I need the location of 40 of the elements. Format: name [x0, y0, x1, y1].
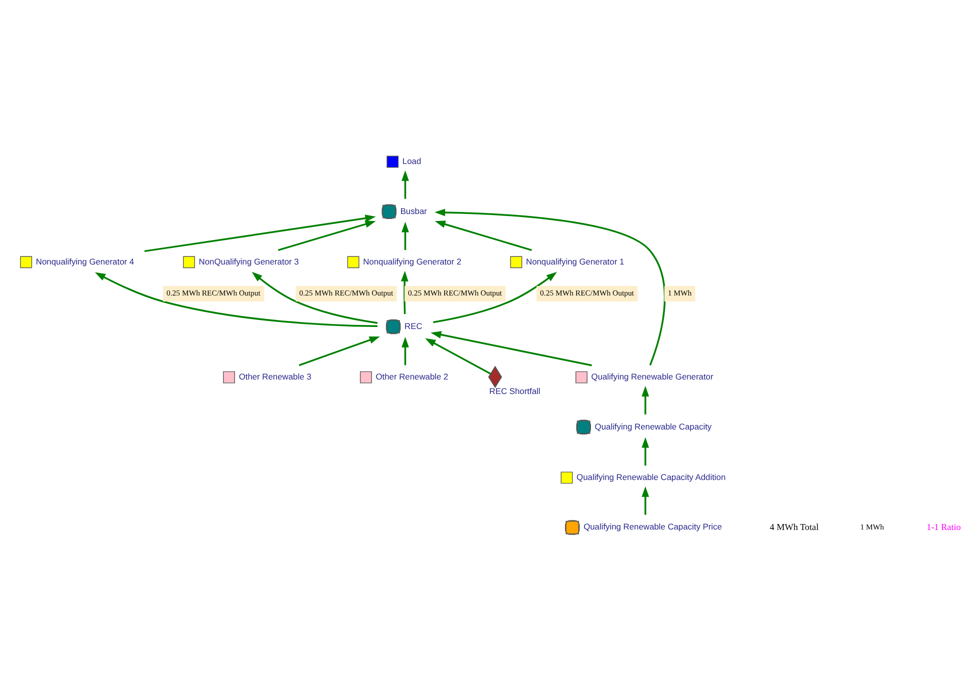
arrow	[434, 220, 532, 252]
edge-label: 0.25 MWh REC/MWh Output	[408, 288, 502, 298]
edge-label: 0.25 MWh REC/MWh Output	[299, 288, 394, 298]
node-label: Load	[402, 156, 422, 166]
node-label: REC Shortfall	[489, 386, 540, 396]
node-label: REC	[404, 320, 422, 331]
arrow	[402, 222, 409, 250]
arrow	[434, 208, 666, 366]
node-label: Qualifying Renewable Capacity Addition	[576, 472, 726, 482]
arrow	[430, 331, 592, 366]
arrow	[402, 336, 409, 366]
arrow	[278, 220, 376, 252]
arrow	[402, 170, 409, 199]
arrow	[642, 386, 650, 414]
arrow	[144, 214, 376, 252]
edge-label: 0.25 MWh REC/MWh Output	[166, 288, 260, 298]
node-label: Other Renewable 3	[238, 371, 312, 382]
arrow	[642, 437, 650, 466]
arrow	[252, 272, 378, 324]
edge-label: 0.25 MWh REC/MWh Output	[540, 288, 634, 298]
label: 4 MWh Total	[770, 522, 819, 532]
label: 1-1 Ratio	[926, 522, 961, 532]
arrow	[425, 338, 491, 375]
arrow	[94, 272, 378, 328]
arrow	[298, 336, 380, 366]
node-diamond	[488, 366, 502, 388]
arrow	[642, 486, 650, 515]
node-label: Qualifying Renewable Capacity	[594, 421, 712, 432]
node-label: Nonqualifying Generator 1	[526, 256, 624, 266]
node-label: Other Renewable 2	[376, 371, 448, 382]
node-label: Qualifying Renewable Capacity Price	[584, 522, 722, 532]
arrow	[433, 272, 557, 324]
edge-label: 1 MWh	[668, 288, 692, 298]
label: 1 MWh	[860, 522, 884, 532]
arrow	[400, 270, 408, 314]
node-label: Nonqualifying Generator 2	[363, 256, 462, 266]
node-label: Qualifying Renewable Generator	[591, 371, 714, 382]
node-label: Busbar	[400, 206, 427, 216]
node-label: Nonqualifying Generator 4	[36, 256, 134, 266]
node-label: NonQualifying Generator 3	[198, 256, 299, 266]
